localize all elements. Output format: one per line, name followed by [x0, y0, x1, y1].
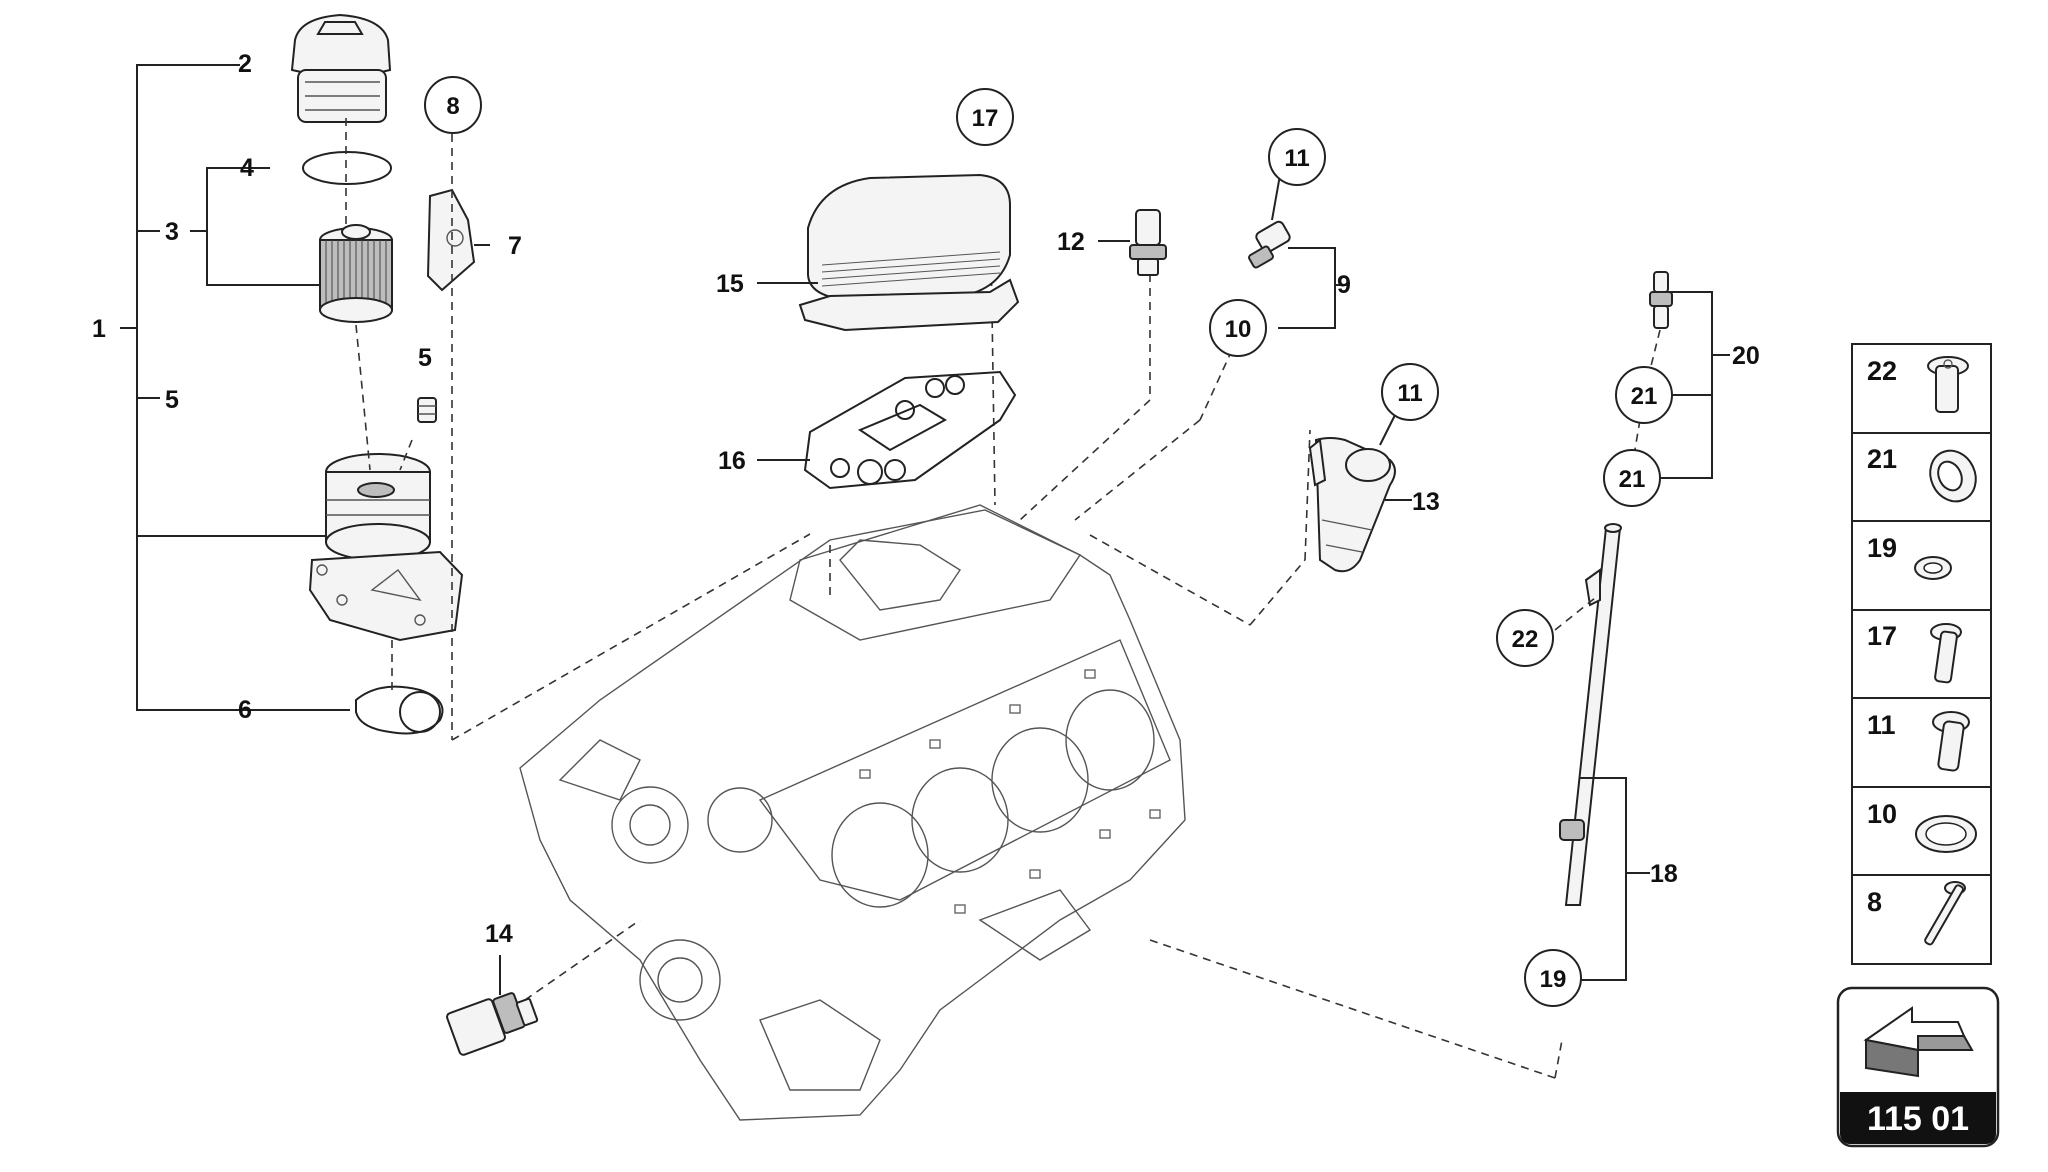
svg-text:8: 8: [446, 93, 459, 120]
callout-7: 7: [508, 232, 522, 260]
callout-16: 16: [718, 447, 746, 475]
circled-ref-21-lower[interactable]: 21: [1603, 449, 1661, 507]
filter-housing[interactable]: [308, 453, 464, 642]
oil-cooler[interactable]: [798, 173, 1020, 332]
bolt-icon: [1932, 711, 1970, 772]
reference-number: 115 01: [1867, 1100, 1969, 1138]
arrow-icon: [1863, 1006, 1974, 1078]
temperature-sensor[interactable]: [446, 992, 539, 1056]
oil-filter-cap[interactable]: [290, 13, 392, 123]
bolt-holes: [859, 669, 1161, 914]
callout-15: 15: [716, 270, 744, 298]
hardware-key-table: 22 21 19 17: [1851, 343, 1992, 965]
circled-ref-22[interactable]: 22: [1496, 609, 1554, 667]
key-row-21: 21: [1867, 444, 1977, 503]
circled-ref-17[interactable]: 17: [956, 88, 1014, 146]
cylinder-bores: [831, 689, 1155, 908]
key-row-17: 17: [1867, 621, 1962, 684]
callout-9: 9: [1337, 271, 1351, 299]
circled-ref-11-upper[interactable]: 11: [1268, 128, 1326, 186]
svg-text:22: 22: [1512, 626, 1539, 653]
circled-ref-19[interactable]: 19: [1524, 949, 1582, 1007]
banjo-fitting[interactable]: [1248, 220, 1292, 269]
svg-text:22: 22: [1867, 356, 1897, 386]
svg-text:11: 11: [1284, 145, 1309, 172]
callout-20: 20: [1732, 342, 1760, 370]
key-row-19: 19: [1867, 533, 1952, 580]
check-valve[interactable]: [417, 397, 437, 423]
oil-pressure-sensor[interactable]: [1129, 209, 1167, 276]
svg-text:21: 21: [1631, 383, 1658, 410]
engine-block: [519, 504, 1186, 1121]
svg-text:11: 11: [1867, 710, 1896, 740]
svg-text:17: 17: [972, 105, 999, 132]
dipstick-tube[interactable]: [1559, 523, 1622, 906]
dipstick-fitting[interactable]: [1649, 271, 1673, 329]
ring-icon: [1929, 449, 1977, 503]
callout-18: 18: [1650, 860, 1678, 888]
callout-5-valve: 5: [418, 344, 432, 372]
filter-element[interactable]: [319, 224, 393, 323]
washer-icon: [1915, 815, 1977, 853]
svg-text:11: 11: [1397, 380, 1422, 407]
callout-3: 3: [165, 218, 179, 246]
svg-text:21: 21: [1867, 444, 1897, 474]
svg-text:10: 10: [1225, 316, 1252, 343]
svg-text:19: 19: [1540, 966, 1567, 993]
circled-ref-8[interactable]: 8: [424, 76, 482, 134]
circled-ref-10[interactable]: 10: [1209, 299, 1267, 357]
oil-control-valve[interactable]: [1308, 437, 1396, 573]
housing-gasket[interactable]: [355, 685, 444, 735]
mounting-bracket[interactable]: [426, 188, 476, 292]
o-ring[interactable]: [302, 151, 392, 185]
svg-text:17: 17: [1867, 621, 1897, 651]
callout-12: 12: [1057, 228, 1085, 256]
cooler-gasket[interactable]: [803, 370, 1017, 490]
circled-ref-11-lower[interactable]: 11: [1381, 363, 1439, 421]
circled-ref-21-upper[interactable]: 21: [1615, 366, 1673, 424]
bolt-icon: [1927, 356, 1969, 413]
callout-4: 4: [240, 154, 254, 182]
svg-text:21: 21: [1619, 466, 1646, 493]
callout-14: 14: [485, 920, 513, 948]
svg-text:10: 10: [1867, 799, 1897, 829]
long-bolt-icon: [1924, 881, 1966, 946]
circled-references: 8 17 11 10 11 21 21 22: [424, 76, 1673, 1007]
callout-labels: 1 2 3 4 5 5 6 7 9 12 13 14 15 16 18 20: [92, 50, 1760, 948]
washer-icon: [1914, 556, 1952, 580]
callout-1: 1: [92, 315, 106, 343]
bolt-icon: [1930, 623, 1962, 684]
callout-5-housing: 5: [165, 386, 179, 414]
svg-text:8: 8: [1867, 887, 1882, 917]
svg-text:19: 19: [1867, 533, 1897, 563]
page-reference-badge: 115 01: [1836, 986, 2000, 1148]
callout-2: 2: [238, 50, 252, 78]
key-row-11: 11: [1867, 710, 1970, 772]
key-row-8: 8: [1867, 881, 1966, 946]
bracket-group-1: [120, 64, 350, 711]
key-row-22: 22: [1867, 356, 1969, 413]
key-row-10: 10: [1867, 799, 1977, 853]
callout-6: 6: [238, 696, 252, 724]
callout-13: 13: [1412, 488, 1440, 516]
